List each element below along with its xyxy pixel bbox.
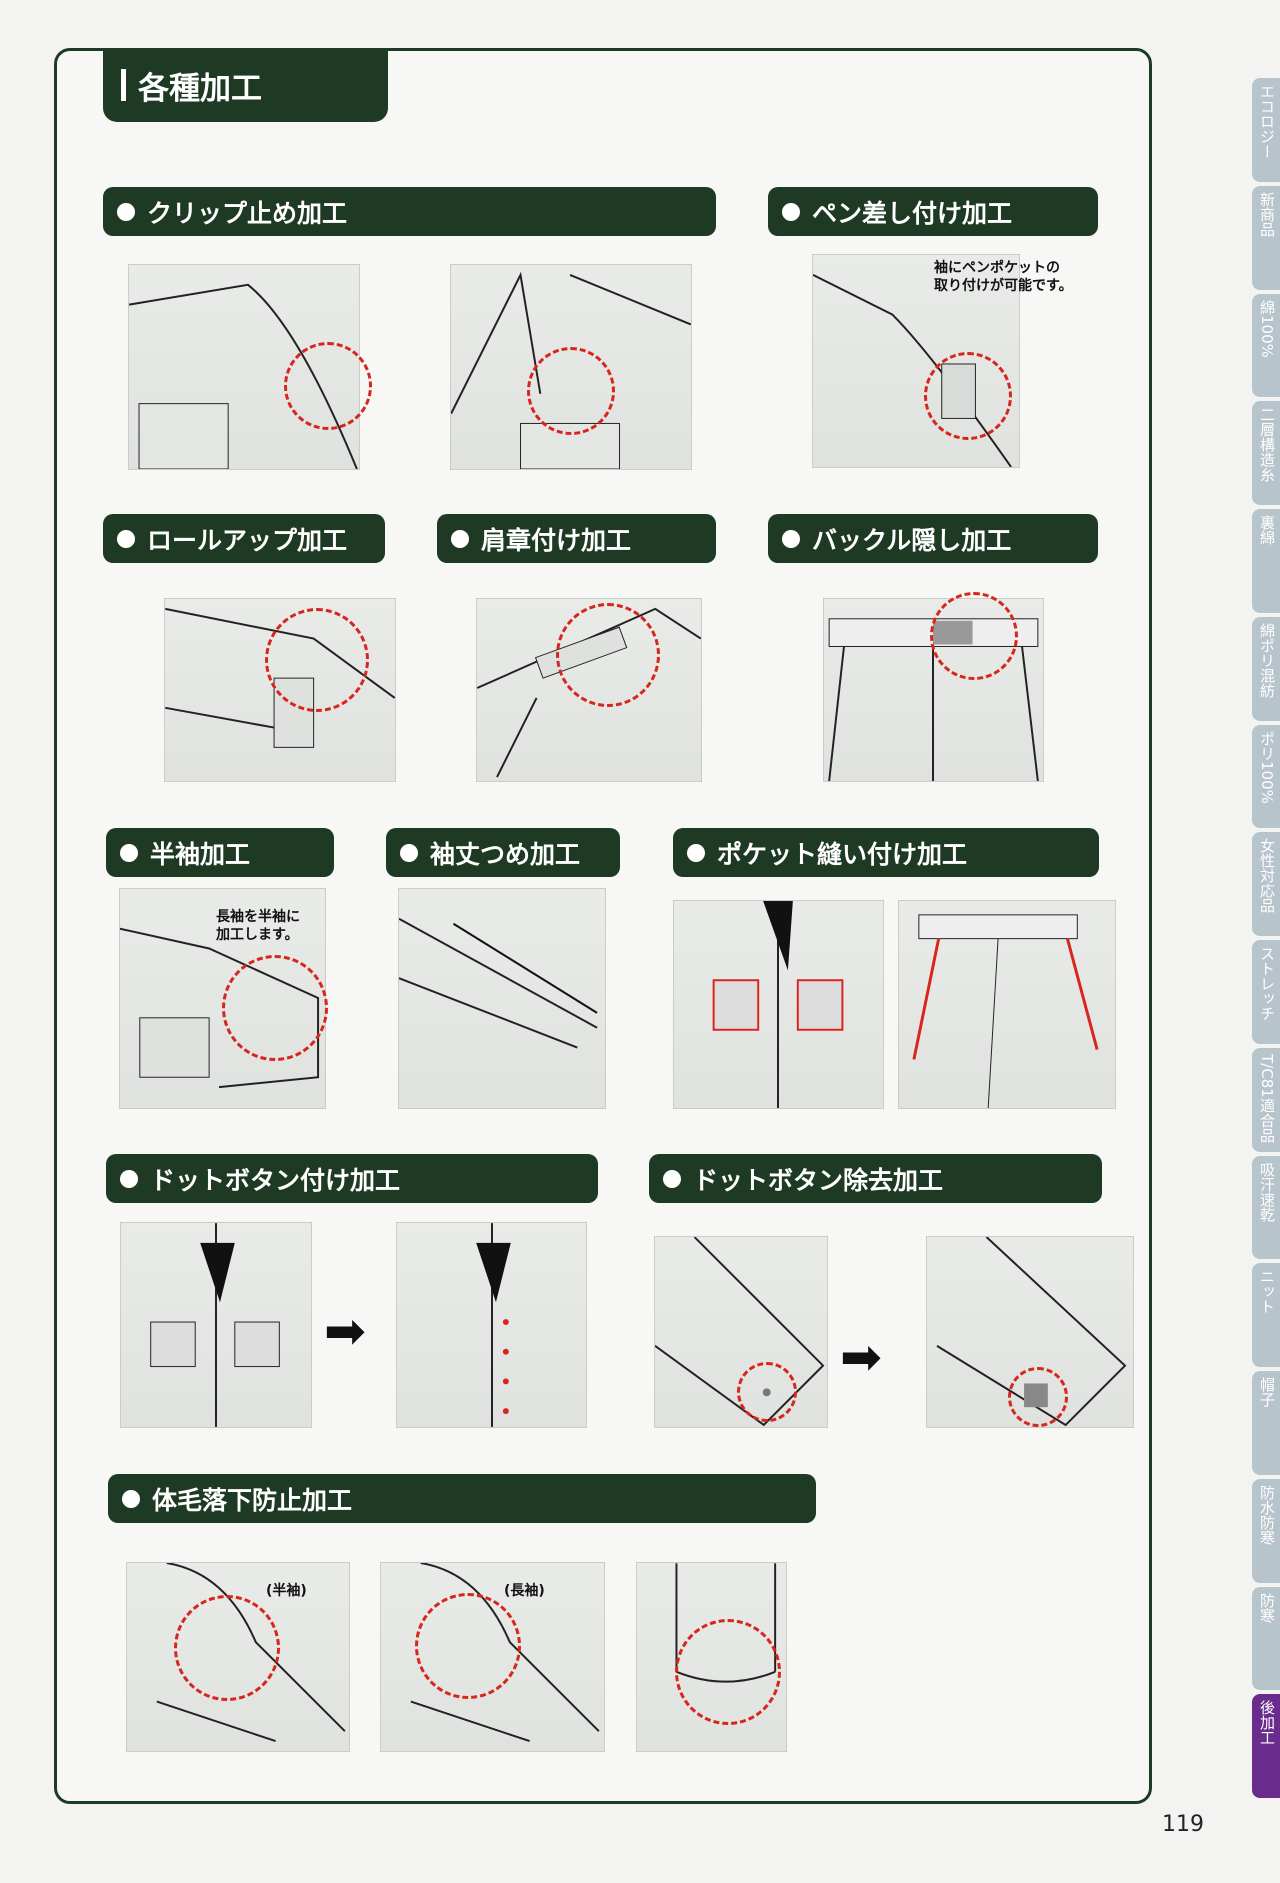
clip-illustration-collar — [450, 264, 692, 470]
clip-illustration-sleeve — [128, 264, 360, 470]
section-label: ロールアップ加工 — [147, 525, 348, 555]
side-tab[interactable]: T/C81適合品 — [1252, 1047, 1280, 1152]
bullet-icon — [687, 843, 705, 862]
highlight-circle — [930, 592, 1018, 680]
section-header-short-sleeve: 半袖加工 — [106, 828, 334, 877]
arrow-right-icon: ➡ — [324, 1302, 366, 1360]
short-sleeve-note: 長袖を半袖に加工します。 — [216, 909, 300, 943]
side-tab[interactable]: エコロジー — [1252, 78, 1280, 182]
section-label: 肩章付け加工 — [481, 525, 632, 555]
dot-button-after-illustration — [396, 1222, 587, 1428]
section-header-dot-button-remove: ドットボタン除去加工 — [649, 1154, 1102, 1203]
section-label: ペン差し付け加工 — [812, 198, 1013, 228]
section-label: 袖丈つめ加工 — [430, 839, 581, 869]
highlight-circle — [527, 347, 615, 435]
side-tab[interactable]: 帽子 — [1252, 1371, 1280, 1475]
page-number: 119 — [1162, 1812, 1204, 1837]
side-tab[interactable]: 二層構造糸 — [1252, 401, 1280, 505]
highlight-circle — [675, 1619, 781, 1725]
bullet-icon — [451, 529, 469, 548]
highlight-circle — [556, 603, 660, 707]
section-header-pocket: ポケット縫い付け加工 — [673, 828, 1099, 877]
arrow-right-icon: ➡ — [840, 1328, 882, 1386]
side-tab[interactable]: 裏綿 — [1252, 509, 1280, 613]
side-tab[interactable]: ポリ100% — [1252, 724, 1280, 829]
side-tab[interactable]: 綿100% — [1252, 293, 1280, 398]
side-tab[interactable]: 綿ポリ混紡 — [1252, 616, 1280, 721]
highlight-circle — [265, 608, 369, 712]
caption-long-sleeve: (長袖) — [504, 1583, 545, 1599]
page-title-text: 各種加工 — [138, 70, 262, 107]
section-header-buckle: バックル隠し加工 — [768, 514, 1098, 563]
page-title: 各種加工 — [103, 48, 388, 122]
bullet-icon — [782, 202, 800, 221]
bullet-icon — [120, 1169, 138, 1188]
section-label: ポケット縫い付け加工 — [717, 839, 968, 869]
highlight-circle — [222, 955, 328, 1061]
section-label: バックル隠し加工 — [812, 525, 1012, 555]
highlight-circle — [1008, 1367, 1068, 1427]
section-label: 半袖加工 — [150, 839, 251, 869]
section-header-dot-button-add: ドットボタン付け加工 — [106, 1154, 598, 1203]
section-label: ドットボタン除去加工 — [693, 1165, 944, 1195]
highlight-circle — [924, 352, 1012, 440]
pen-note: 袖にペンポケットの取り付けが可能です。 — [934, 260, 1073, 294]
bullet-icon — [782, 529, 800, 548]
section-label: クリップ止め加工 — [147, 198, 348, 228]
section-header-epaulet: 肩章付け加工 — [437, 514, 716, 563]
highlight-circle — [174, 1595, 280, 1701]
side-tab[interactable]: 女性対応品 — [1252, 832, 1280, 936]
dot-button-before-illustration — [120, 1222, 312, 1428]
bullet-icon — [663, 1169, 681, 1188]
highlight-circle — [284, 342, 372, 430]
sleeve-length-illustration — [398, 888, 606, 1109]
bullet-icon — [120, 843, 138, 862]
pocket-pants-illustration — [898, 900, 1116, 1109]
section-header-clip: クリップ止め加工 — [103, 187, 716, 236]
side-tab[interactable]: 防水防寒 — [1252, 1478, 1280, 1583]
section-header-rollup: ロールアップ加工 — [103, 514, 385, 563]
section-header-body-hair: 体毛落下防止加工 — [108, 1474, 816, 1523]
bullet-icon — [122, 1489, 140, 1508]
section-header-sleeve-length: 袖丈つめ加工 — [386, 828, 620, 877]
section-label: 体毛落下防止加工 — [152, 1485, 353, 1515]
bullet-icon — [400, 843, 418, 862]
bullet-icon — [117, 202, 135, 221]
highlight-circle — [415, 1593, 521, 1699]
bullet-icon — [117, 529, 135, 548]
side-tab[interactable]: 吸汗速乾 — [1252, 1155, 1280, 1260]
side-index-tabs: エコロジー 新商品 綿100% 二層構造糸 裏綿 綿ポリ混紡 ポリ100% 女性… — [1252, 78, 1280, 1798]
side-tab-active[interactable]: 後加工 — [1252, 1694, 1280, 1798]
side-tab[interactable]: 防寒 — [1252, 1586, 1280, 1691]
caption-short-sleeve: (半袖) — [266, 1583, 307, 1599]
side-tab[interactable]: ストレッチ — [1252, 940, 1280, 1044]
section-label: ドットボタン付け加工 — [150, 1165, 401, 1195]
side-tab[interactable]: 新商品 — [1252, 185, 1280, 290]
section-header-pen: ペン差し付け加工 — [768, 187, 1098, 236]
side-tab[interactable]: ニット — [1252, 1263, 1280, 1367]
pocket-jacket-illustration — [673, 900, 884, 1109]
highlight-circle — [737, 1362, 797, 1422]
